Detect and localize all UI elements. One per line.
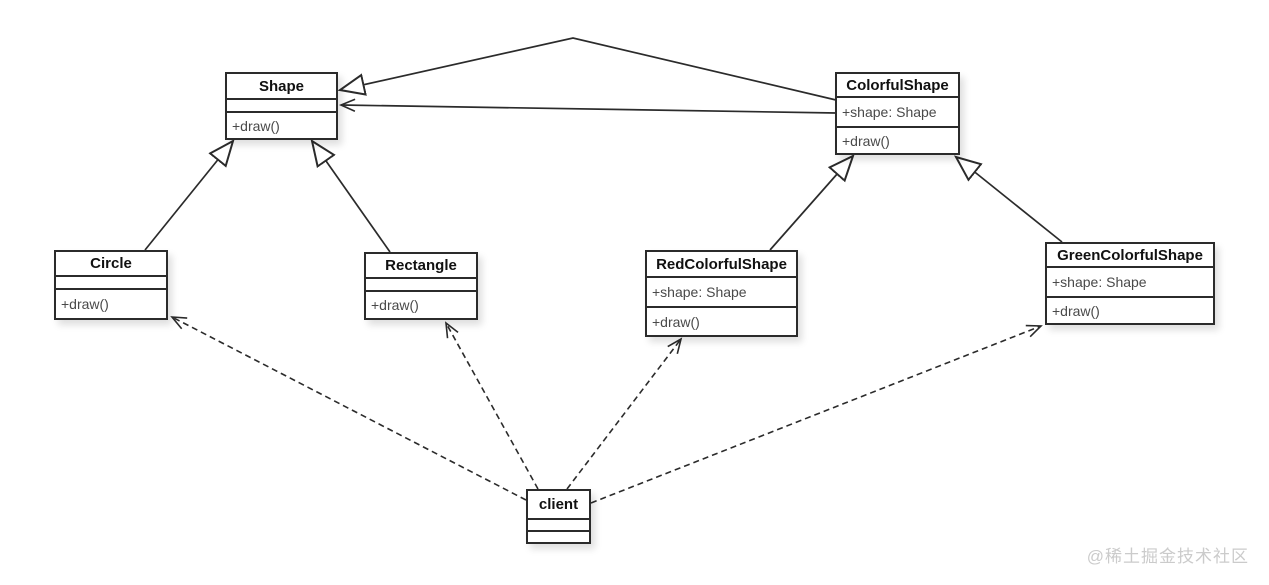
class-attribute: +shape: Shape: [837, 98, 958, 128]
class-attribute: +shape: Shape: [647, 278, 796, 308]
class-box-redcolorfulshape: RedColorfulShape +shape: Shape +draw(): [645, 250, 798, 337]
association-colorfulshape-to-shape: [338, 98, 837, 114]
dependency-client-to-greencolorfulshape: [590, 324, 1043, 504]
class-name: Shape: [227, 74, 336, 100]
class-box-client: client: [526, 489, 591, 544]
class-box-rectangle: Rectangle +draw(): [364, 252, 478, 320]
watermark-text: @稀土掘金技术社区: [1086, 547, 1249, 566]
class-attributes-empty: [366, 279, 476, 292]
class-name: RedColorfulShape: [647, 252, 796, 278]
generalization-circle-to-shape: [144, 138, 235, 251]
generalization-colorfulshape-to-shape: [337, 37, 837, 101]
class-name: Circle: [56, 252, 166, 277]
generalization-rectangle-to-shape: [310, 138, 391, 253]
class-box-shape: Shape +draw(): [225, 72, 338, 140]
class-attributes-empty: [227, 100, 336, 113]
dependency-client-to-circle: [170, 316, 527, 501]
class-name: GreenColorfulShape: [1047, 244, 1213, 268]
class-method: +draw(): [61, 296, 109, 312]
class-box-circle: Circle +draw(): [54, 250, 168, 320]
class-name: client: [528, 491, 589, 520]
class-method: +draw(): [371, 297, 419, 313]
class-box-colorfulshape: ColorfulShape +shape: Shape +draw(): [835, 72, 960, 155]
dependency-client-to-redcolorfulshape: [566, 337, 683, 490]
class-name: ColorfulShape: [837, 74, 958, 98]
generalization-redcolorfulshape-to-colorfulshape: [769, 154, 855, 251]
class-attributes-empty: [528, 520, 589, 532]
class-attributes-empty: [56, 277, 166, 290]
class-method: +draw(): [842, 132, 890, 149]
class-method: +draw(): [1052, 302, 1100, 319]
generalization-greencolorfulshape-to-colorfulshape: [953, 155, 1063, 243]
class-attribute: +shape: Shape: [1047, 268, 1213, 298]
dependency-client-to-rectangle: [445, 321, 539, 490]
class-method: +draw(): [652, 313, 700, 330]
class-name: Rectangle: [366, 254, 476, 279]
class-method: +draw(): [232, 117, 280, 134]
class-box-greencolorfulshape: GreenColorfulShape +shape: Shape +draw(): [1045, 242, 1215, 325]
class-methods-empty: [528, 532, 589, 542]
